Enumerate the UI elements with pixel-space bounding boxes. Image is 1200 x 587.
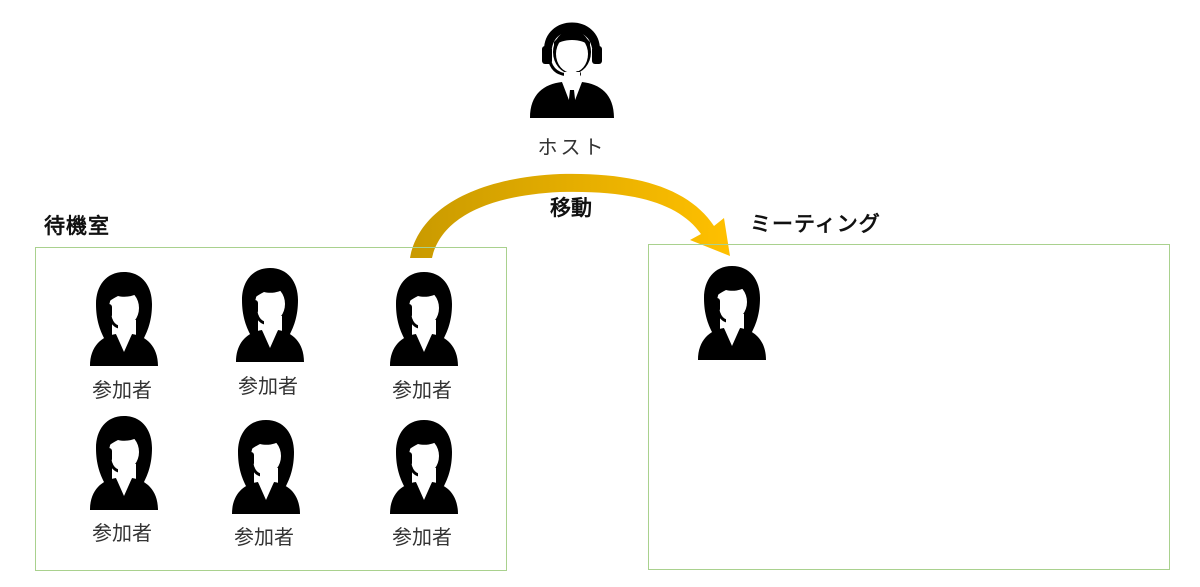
participant-icon: [84, 268, 164, 368]
participant-label: 参加者: [392, 378, 452, 402]
meeting-title: ミーティング: [750, 212, 881, 236]
waiting-room-title: 待機室: [44, 214, 110, 238]
moved-participant-icon: [692, 262, 772, 362]
host-figure: [522, 10, 622, 120]
participant-icon: [384, 416, 464, 516]
participant-icon: [384, 268, 464, 368]
participant-label: 参加者: [92, 521, 152, 545]
waiting-room-box: [35, 247, 507, 571]
participant-label: 参加者: [238, 374, 298, 398]
host-headset-icon: [522, 10, 622, 120]
participant-icon: [230, 264, 310, 364]
participant-icon: [84, 412, 164, 512]
participant-label: 参加者: [92, 378, 152, 402]
host-label: ホスト: [537, 135, 607, 159]
participant-label: 参加者: [392, 525, 452, 549]
move-label: 移動: [550, 196, 592, 220]
participant-icon: [226, 416, 306, 516]
meeting-box: [648, 244, 1170, 570]
participant-label: 参加者: [234, 525, 294, 549]
